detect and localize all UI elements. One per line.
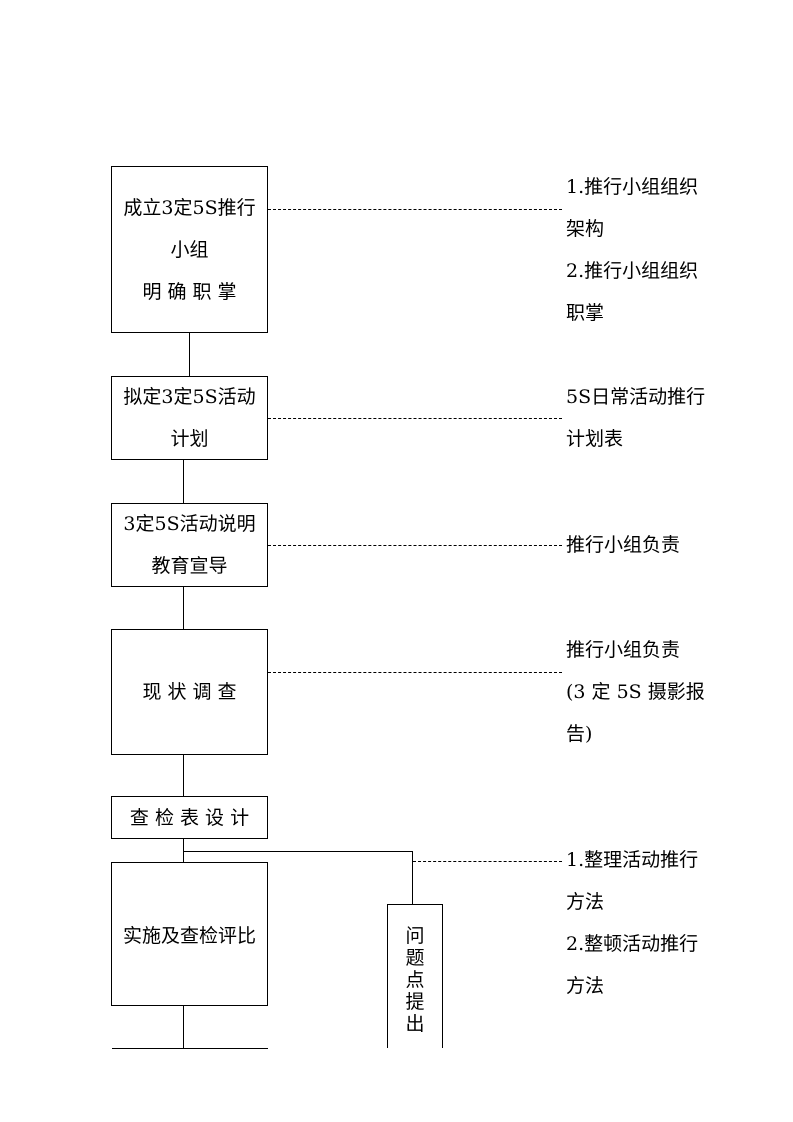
branch-line [183, 851, 413, 852]
note-line: 计划表 [566, 428, 624, 450]
connector-line [183, 755, 184, 796]
note-line: 2.整顿活动推行 [566, 933, 699, 955]
step-box-line: 成立3定5S推行 [123, 196, 256, 219]
step-box-checklist-design: 查 检 表 设 计 [111, 796, 268, 839]
note-line: (3 定 5S 摄影报 [566, 681, 705, 703]
connector-line [183, 587, 184, 629]
step-box-line: 明 确 职 掌 [142, 280, 237, 303]
step-box-form-team: 成立3定5S推行 小组 明 确 职 掌 [111, 166, 268, 333]
problem-box-char: 点 [405, 969, 425, 991]
note-photo-report: 推行小组负责 (3 定 5S 摄影报 告) [566, 629, 705, 755]
note-line: 1.推行小组组织 [566, 176, 699, 198]
leader-line [268, 672, 562, 673]
note-activity-methods: 1.整理活动推行 方法 2.整顿活动推行 方法 [566, 839, 698, 1007]
note-line: 架构 [566, 218, 605, 240]
step-box-implement: 实施及查检评比 [111, 862, 268, 1006]
leader-line [268, 545, 562, 546]
step-box-line: 查 检 表 设 计 [129, 806, 250, 829]
note-line: 方法 [566, 891, 605, 913]
branch-line [412, 851, 413, 904]
note-plan-table: 5S日常活动推行 计划表 [566, 376, 705, 460]
leader-line [268, 209, 562, 210]
problem-box-char: 出 [405, 1013, 425, 1035]
problem-box-char: 问 [405, 925, 425, 947]
problem-raise-box: 问 题 点 提 出 [387, 904, 443, 1048]
leader-line [413, 861, 562, 862]
step-box-plan: 拟定3定5S活动 计划 [111, 376, 268, 460]
step-box-line: 3定5S活动说明 [123, 513, 256, 535]
note-line: 职掌 [566, 302, 605, 324]
note-team-structure: 1.推行小组组织 架构 2.推行小组组织 职掌 [566, 166, 698, 334]
problem-box-char: 提 [405, 991, 425, 1013]
note-line: 5S日常活动推行 [566, 386, 706, 408]
step-box-line: 教育宣导 [151, 555, 228, 577]
step-box-education: 3定5S活动说明 教育宣导 [111, 503, 268, 587]
connector-line [189, 333, 190, 376]
step-box-line: 拟定3定5S活动 [123, 386, 256, 408]
note-line: 推行小组负责 [566, 639, 681, 661]
note-line: 2.推行小组组织 [566, 260, 699, 282]
note-team-responsible: 推行小组负责 [566, 524, 680, 566]
connector-line [183, 839, 184, 862]
note-line: 方法 [566, 975, 605, 997]
connector-line [183, 460, 184, 503]
bottom-line [112, 1048, 268, 1049]
note-line: 1.整理活动推行 [566, 849, 699, 871]
connector-line [183, 1006, 184, 1048]
leader-line [268, 418, 562, 419]
problem-box-char: 题 [405, 947, 425, 969]
step-box-line: 现 状 调 查 [142, 681, 237, 703]
note-line: 告) [566, 723, 593, 745]
step-box-line: 实施及查检评比 [122, 925, 256, 947]
step-box-line: 小组 [170, 238, 209, 261]
note-line: 推行小组负责 [566, 534, 681, 556]
step-box-line: 计划 [170, 428, 209, 450]
step-box-survey: 现 状 调 查 [111, 629, 268, 755]
